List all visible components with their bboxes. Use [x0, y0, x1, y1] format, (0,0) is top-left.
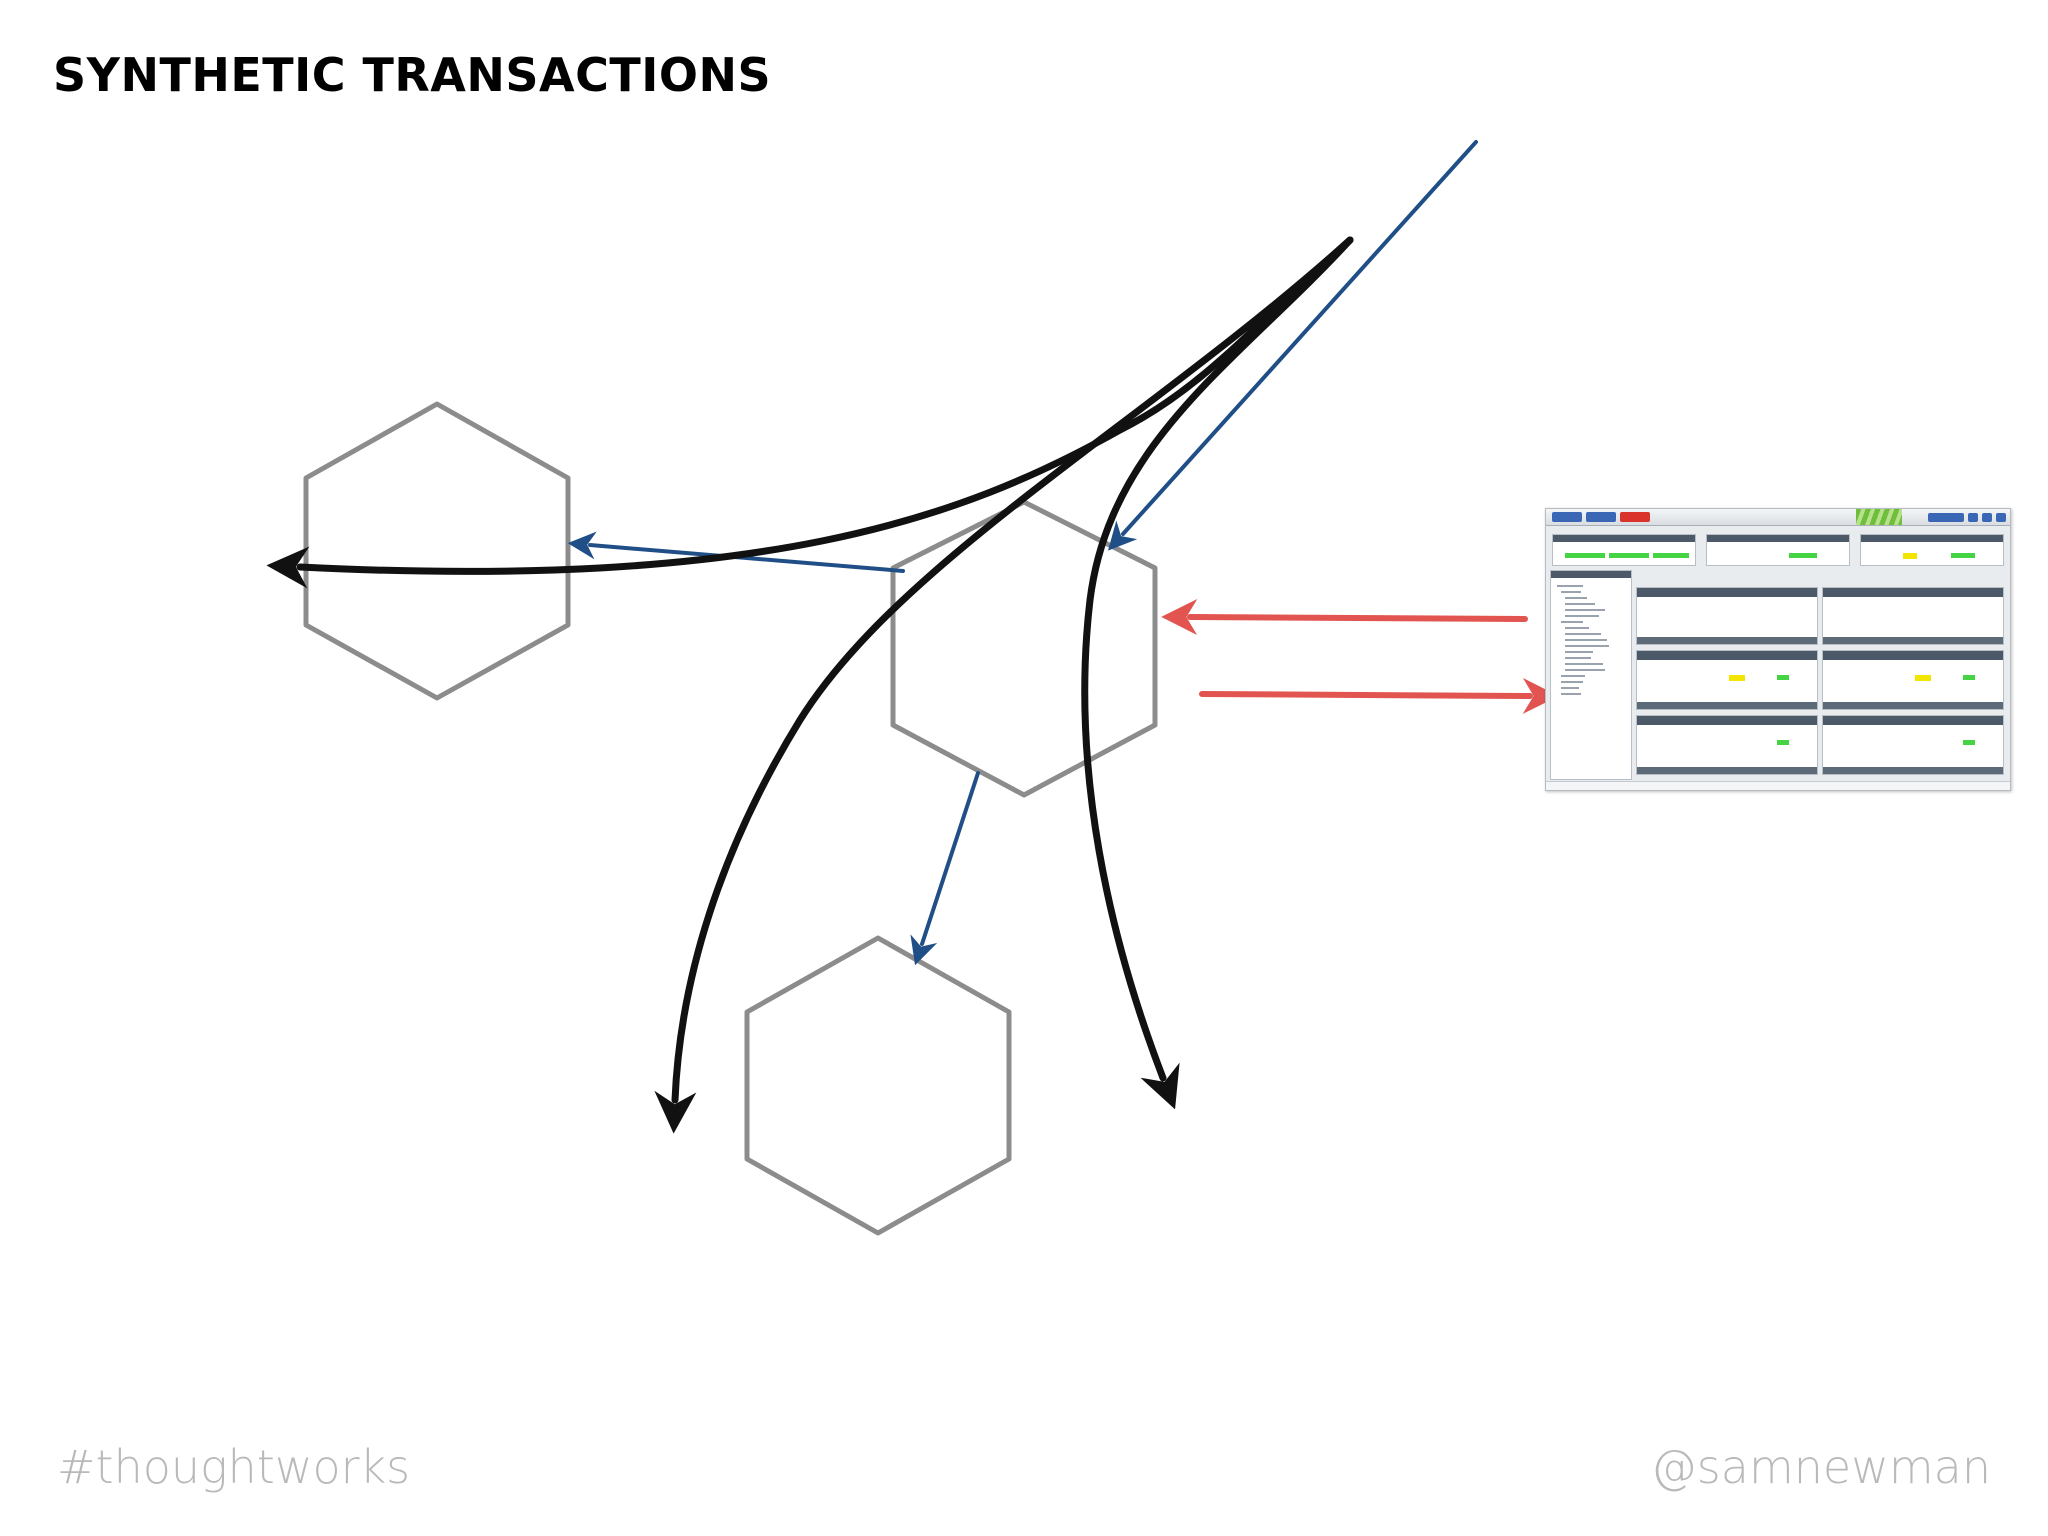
dashboard-widget: [1636, 650, 1818, 710]
footer-hashtag: #thoughtworks: [57, 1440, 411, 1494]
dashboard-widget: [1822, 715, 2004, 775]
red-arrow-center-to-dashboard: [1199, 677, 1559, 714]
dashboard-summary-panel: [1552, 534, 1696, 566]
dashboard-button: [1968, 513, 1978, 522]
black-arrow-upstream-to-left: [266, 236, 1354, 589]
dashboard-toolbar: [1546, 509, 2010, 526]
dashboard-summary-panel: [1706, 534, 1850, 566]
dashboard-tab-alert: [1620, 512, 1650, 522]
dashboard-navigation-tree: [1550, 570, 1632, 780]
dashboard-widget: [1822, 650, 2004, 710]
dashboard-tab: [1586, 512, 1616, 522]
footer-handle: @samnewman: [1650, 1440, 1991, 1494]
dashboard-button: [1982, 513, 1992, 522]
red-arrow-dashboard-to-center: [1161, 599, 1528, 636]
blue-arrow-center-to-bottom: [910, 771, 980, 966]
dashboard-status-bar: [1546, 781, 2010, 790]
service-left-hexagon: [303, 401, 571, 701]
dashboard-banner-stripe: [1856, 509, 1902, 525]
dashboard-widget: [1822, 587, 2004, 645]
dashboard-widget: [1636, 587, 1818, 645]
service-center-hexagon: [890, 499, 1158, 798]
blue-arrow-center-to-left: [567, 531, 905, 573]
dashboard-button: [1996, 513, 2006, 522]
service-bottom-hexagon: [744, 935, 1012, 1236]
dashboard-summary-panel: [1860, 534, 2004, 566]
slide-title: SYNTHETIC TRANSACTIONS: [53, 48, 772, 102]
dashboard-button: [1928, 513, 1964, 522]
dashboard-widget: [1636, 715, 1818, 775]
blue-arrow-upstream-to-center: [1108, 140, 1478, 551]
black-arrow-upstream-to-downstream-left: [654, 236, 1354, 1134]
dashboard-tab: [1552, 512, 1582, 522]
black-arrow-upstream-to-downstream-right: [1081, 236, 1354, 1110]
monitoring-dashboard-screenshot: [1545, 508, 2011, 791]
